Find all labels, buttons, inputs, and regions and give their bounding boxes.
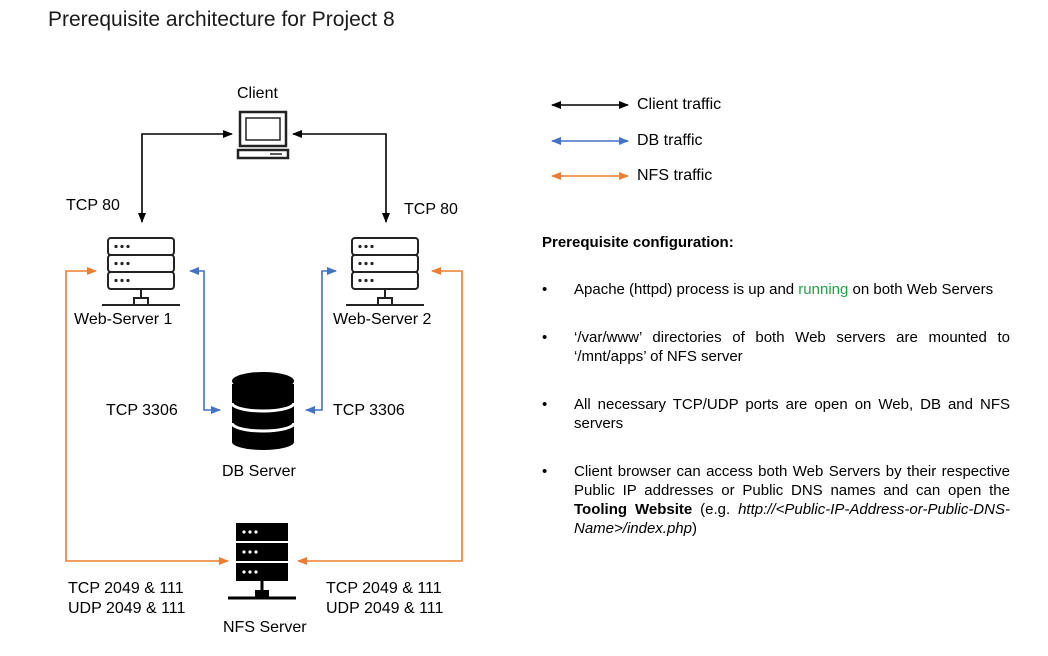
tcp80-right-label: TCP 80	[404, 201, 458, 218]
config-item-client-access: • Client browser can access both Web Ser…	[542, 463, 1010, 537]
bullet-marker: •	[542, 329, 548, 346]
config-item-ports: • All necessary TCP/UDP ports are open o…	[542, 396, 1010, 432]
db-web2-connector	[305, 267, 337, 414]
nfs-web1-connector	[65, 267, 229, 565]
tooling-website-text: Tooling Website	[574, 501, 693, 518]
config-item-apache: • Apache (httpd) process is up and runni…	[542, 281, 994, 298]
client-web2-connector	[292, 130, 390, 223]
tcp3306-right-label: TCP 3306	[333, 402, 405, 419]
config-item-mount: • ‘/var/www’ directories of both Web ser…	[542, 329, 1010, 365]
legend-db-traffic: DB traffic	[637, 132, 703, 149]
client-label: Client	[237, 85, 278, 102]
nfs-server-label: NFS Server	[223, 619, 307, 636]
nfs-server-icon	[228, 523, 296, 600]
web-server-2-label: Web-Server 2	[333, 311, 432, 328]
nfs-right-udp: UDP 2049 & 111	[326, 600, 444, 617]
db-web1-connector	[189, 267, 221, 414]
config-heading: Prerequisite configuration:	[542, 234, 734, 251]
database-icon	[230, 372, 296, 450]
tcp3306-left-label: TCP 3306	[106, 402, 178, 419]
tcp80-left-label: TCP 80	[66, 197, 120, 214]
nfs-right-label: TCP 2049 & 111 UDP 2049 & 111	[326, 579, 443, 619]
nfs-left-label: TCP 2049 & 111 UDP 2049 & 111	[68, 579, 185, 619]
client-web1-connector	[138, 130, 233, 223]
legend-nfs-traffic: NFS traffic	[637, 167, 713, 184]
nfs-web2-connector	[297, 267, 463, 565]
server-icon-web2	[346, 237, 424, 306]
page-title: Prerequisite architecture for Project 8	[48, 8, 395, 31]
nfs-left-udp: UDP 2049 & 111	[68, 600, 186, 617]
running-highlight: running	[798, 281, 849, 298]
nfs-left-tcp: TCP 2049 & 111	[68, 580, 184, 597]
legend-client-traffic: Client traffic	[637, 96, 722, 113]
server-icon-web1	[102, 237, 180, 306]
bullet-marker: •	[542, 281, 548, 298]
web-server-1-label: Web-Server 1	[74, 311, 173, 328]
bullet-marker: •	[542, 396, 548, 413]
nfs-right-tcp: TCP 2049 & 111	[326, 580, 442, 597]
db-server-label: DB Server	[222, 463, 296, 480]
config-list: • Apache (httpd) process is up and runni…	[542, 280, 1010, 567]
computer-icon	[236, 110, 290, 160]
bullet-marker: •	[542, 463, 548, 480]
example-url: http://<Public-IP-Address-or-Public-DNS-…	[574, 501, 1010, 537]
